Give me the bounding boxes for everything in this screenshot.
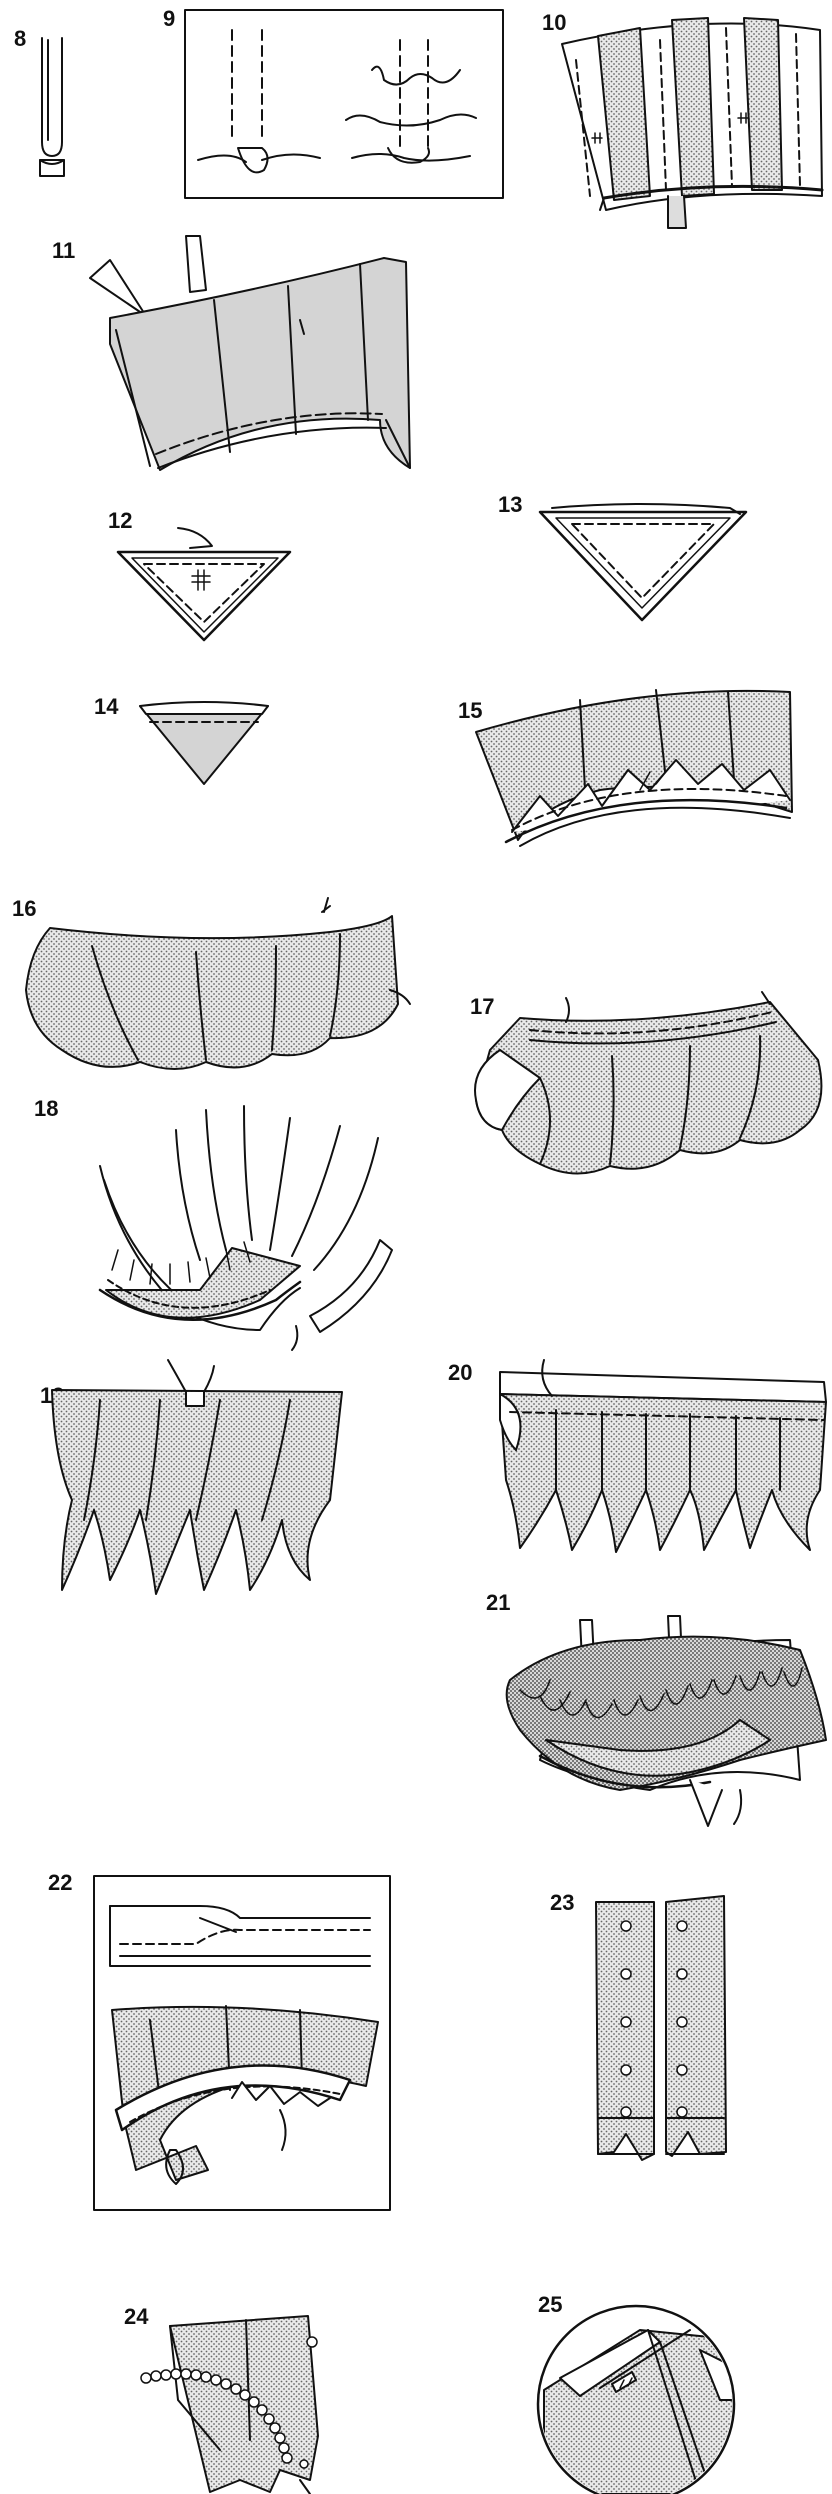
figure-21-ruffled-waist (507, 1616, 826, 1826)
figure-16-scalloped-band (26, 898, 410, 1069)
figure-13-folded-triangle (540, 504, 746, 620)
figure-10-bodice-panels (562, 18, 822, 228)
figure-24-beaded-trim (170, 2316, 318, 2494)
figure-23-button-plackets (596, 1896, 726, 2160)
figure-12-triangle-facing (118, 528, 290, 640)
figure-15-pointed-hem (476, 690, 792, 846)
figure-11-yoke-panel (90, 236, 410, 470)
figure-20-fringe-band (500, 1360, 826, 1552)
figure-18-gathered-ruffle (100, 1106, 392, 1350)
figure-25-loop-closeup (538, 2306, 740, 2494)
figure-14-pressed-triangle (140, 702, 268, 784)
figure-17-scalloped-band-folded (475, 992, 821, 1174)
figure-19-tattered-strips (52, 1360, 342, 1594)
figure-22-binding-detail (94, 1876, 390, 2210)
figure-9-loop-detail (185, 10, 503, 198)
figure-8-bias-tube (40, 38, 64, 176)
